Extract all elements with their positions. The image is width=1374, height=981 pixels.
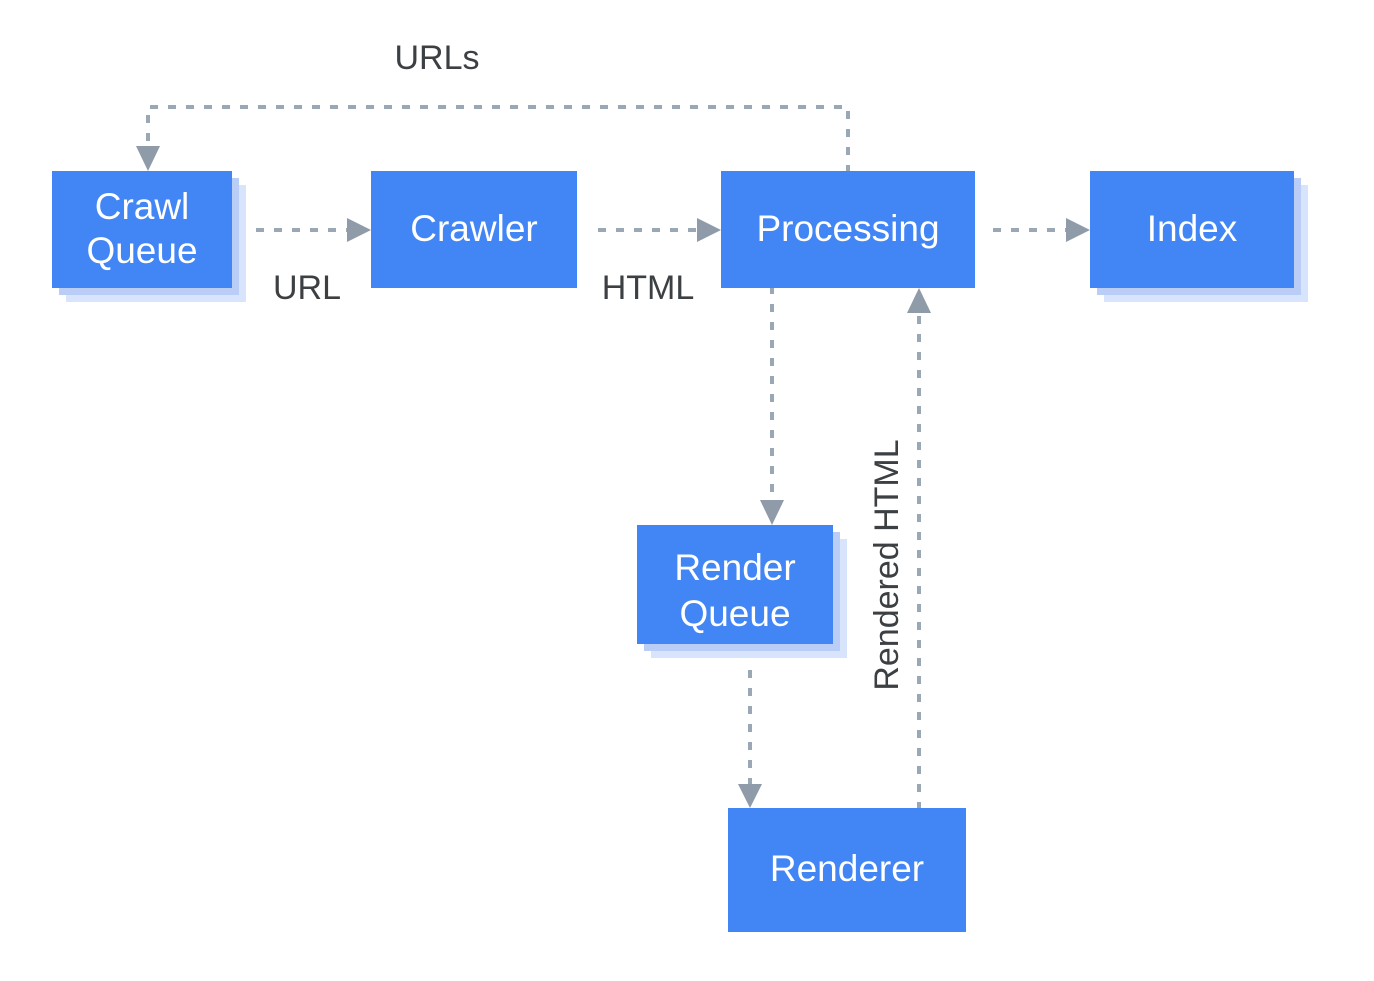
node-render-queue[interactable]: Render Queue <box>637 525 847 658</box>
arrow-head-rendered-html <box>907 288 931 313</box>
arrow-head-urls <box>136 146 160 171</box>
arrow-head-html <box>697 218 721 242</box>
render-queue-label-line2: Queue <box>679 593 790 634</box>
edge-renderer-to-processing <box>907 288 931 810</box>
node-crawler[interactable]: Crawler <box>371 171 577 288</box>
edge-crawl-queue-to-crawler <box>256 218 371 242</box>
edge-processing-to-crawl-queue <box>136 105 850 173</box>
crawler-box <box>371 171 577 288</box>
edge-label-rendered-html: Rendered HTML <box>868 439 906 690</box>
render-queue-label-line1: Render <box>674 547 795 588</box>
node-index[interactable]: Index <box>1090 171 1308 302</box>
renderer-box <box>728 808 966 932</box>
crawler-label: Crawler <box>410 208 537 249</box>
edge-line-urls <box>146 105 850 173</box>
arrow-head-renderer <box>738 784 762 808</box>
arrow-head-index <box>1066 218 1090 242</box>
edge-processing-to-index <box>993 218 1090 242</box>
edge-render-queue-to-renderer <box>738 670 762 808</box>
node-crawl-queue[interactable]: Crawl Queue <box>52 171 246 302</box>
arrow-head-url <box>347 218 371 242</box>
processing-box <box>721 171 975 288</box>
processing-label: Processing <box>756 208 939 249</box>
index-label: Index <box>1147 208 1238 249</box>
arrow-head-render-queue <box>760 500 784 525</box>
edge-label-urls: URLs <box>394 39 479 77</box>
edge-crawler-to-processing <box>598 218 721 242</box>
renderer-label: Renderer <box>770 848 924 889</box>
node-processing[interactable]: Processing <box>721 171 975 288</box>
crawl-queue-label-line2: Queue <box>86 230 197 271</box>
edge-label-html: HTML <box>602 269 695 307</box>
edge-processing-to-render-queue <box>760 286 784 525</box>
index-box <box>1090 171 1294 288</box>
node-renderer[interactable]: Renderer <box>728 808 966 932</box>
edge-label-url: URL <box>273 269 341 307</box>
crawl-queue-label-line1: Crawl <box>95 186 190 227</box>
crawl-queue-box <box>52 171 232 288</box>
render-queue-box <box>637 525 833 644</box>
